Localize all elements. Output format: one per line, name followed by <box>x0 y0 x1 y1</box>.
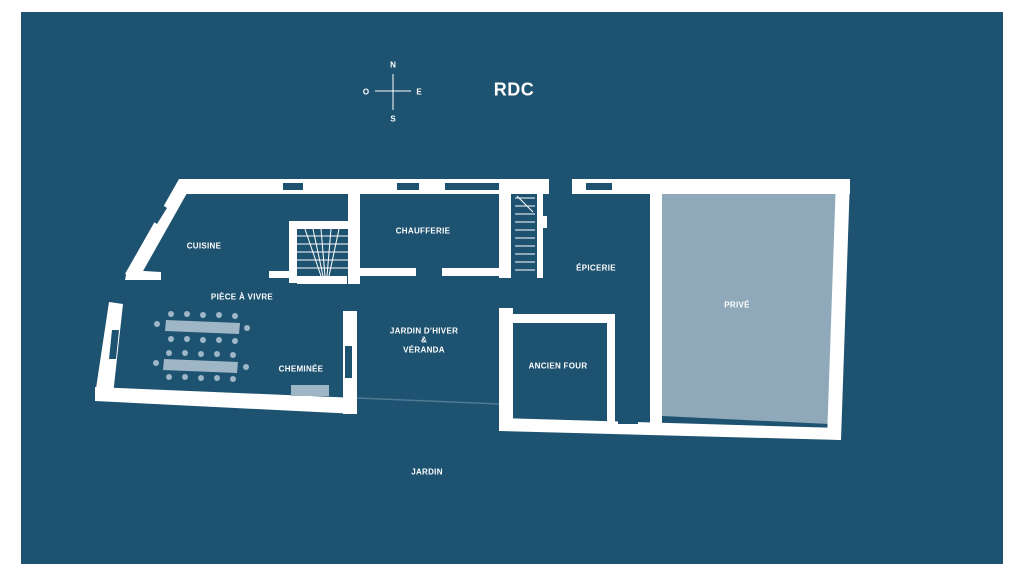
wall <box>499 418 841 440</box>
veranda-glass <box>356 397 500 405</box>
wall <box>537 216 547 228</box>
window <box>345 346 352 378</box>
staircase <box>515 195 535 271</box>
dining-table <box>165 320 240 334</box>
wall <box>499 194 511 278</box>
wall <box>289 221 297 283</box>
window <box>586 183 612 190</box>
windows <box>109 183 638 424</box>
staircase <box>297 228 348 277</box>
walls <box>95 179 850 440</box>
compass-east: E <box>416 87 422 97</box>
compass-south: S <box>390 114 396 124</box>
room-label-chaufferie: CHAUFFERIE <box>395 226 451 236</box>
wall <box>607 314 615 422</box>
room-label-prive: PRIVÉ <box>724 300 750 310</box>
room-label-jardin: JARDIN <box>411 467 443 477</box>
floor-plan-drawing <box>95 74 850 440</box>
compass-rose <box>375 74 411 110</box>
fireplace <box>291 385 329 396</box>
wall <box>95 387 357 414</box>
wall <box>95 302 123 395</box>
wall <box>291 221 348 229</box>
room-label-jardin-hiver-1: JARDIN D'HIVER <box>389 326 459 336</box>
compass-west: O <box>362 87 370 97</box>
room-label-cuisine: CUISINE <box>186 241 222 251</box>
wall <box>499 314 611 323</box>
wall <box>650 194 662 426</box>
room-label-jardin-hiver-2: & <box>420 335 428 345</box>
private-area <box>662 194 836 424</box>
wall <box>442 268 499 276</box>
wall <box>348 194 360 284</box>
window <box>109 330 119 359</box>
floor-plan: RDC N S E O CUISINE CHAUFFERIE ÉPICERIE … <box>21 12 1003 564</box>
wall <box>537 194 543 278</box>
room-label-epicerie: ÉPICERIE <box>576 263 616 273</box>
wall <box>269 271 291 278</box>
window <box>397 183 419 190</box>
window <box>151 204 167 224</box>
room-label-piece-a-vivre: PIÈCE À VIVRE <box>210 292 274 302</box>
wall <box>499 308 513 431</box>
wall <box>125 179 191 280</box>
window <box>445 183 499 190</box>
wall <box>572 179 850 194</box>
room-label-jardin-hiver-3: VÉRANDA <box>403 345 445 355</box>
wall <box>177 179 549 194</box>
wall <box>360 268 416 276</box>
room-label-cheminee: CHEMINÉE <box>278 364 324 374</box>
wall <box>125 270 161 280</box>
furniture <box>153 311 329 396</box>
room-label-ancien-four: ANCIEN FOUR <box>528 361 588 371</box>
floor-title: RDC <box>493 79 535 100</box>
wall <box>297 276 347 284</box>
dining-table <box>163 359 238 373</box>
window <box>283 183 303 190</box>
wall <box>827 179 850 440</box>
window <box>618 416 638 424</box>
compass-north: N <box>390 60 396 70</box>
